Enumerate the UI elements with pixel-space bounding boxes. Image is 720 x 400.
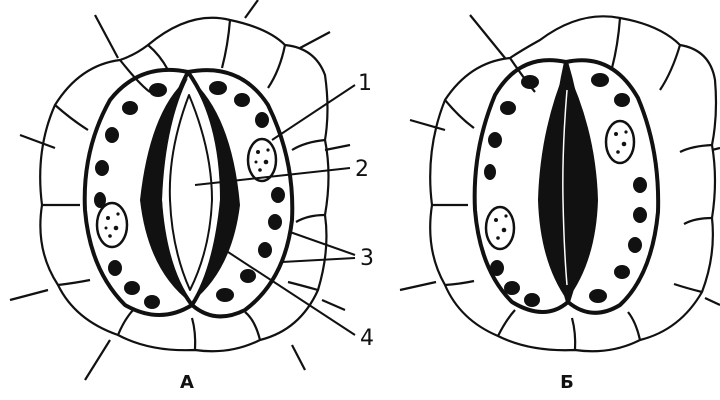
panel-b	[400, 15, 720, 351]
callout-2: 2	[355, 157, 369, 182]
leader-3a	[290, 232, 355, 255]
stomatal-pore-a	[170, 95, 212, 290]
nucleus-right-b	[606, 121, 634, 163]
leader-3b	[282, 258, 355, 262]
nucleus-right-a	[248, 139, 276, 181]
panel-a	[10, 0, 350, 380]
panel-caption-a: А	[180, 372, 194, 393]
callout-4: 4	[360, 326, 374, 351]
nucleus-left-b	[486, 207, 514, 249]
leader-1	[272, 85, 355, 140]
callout-3: 3	[360, 246, 374, 271]
leader-4	[228, 252, 355, 335]
nucleus-left-a	[97, 203, 127, 247]
inner-wall-b	[538, 68, 598, 300]
callout-1: 1	[358, 71, 372, 96]
panel-caption-b: Б	[560, 372, 574, 393]
